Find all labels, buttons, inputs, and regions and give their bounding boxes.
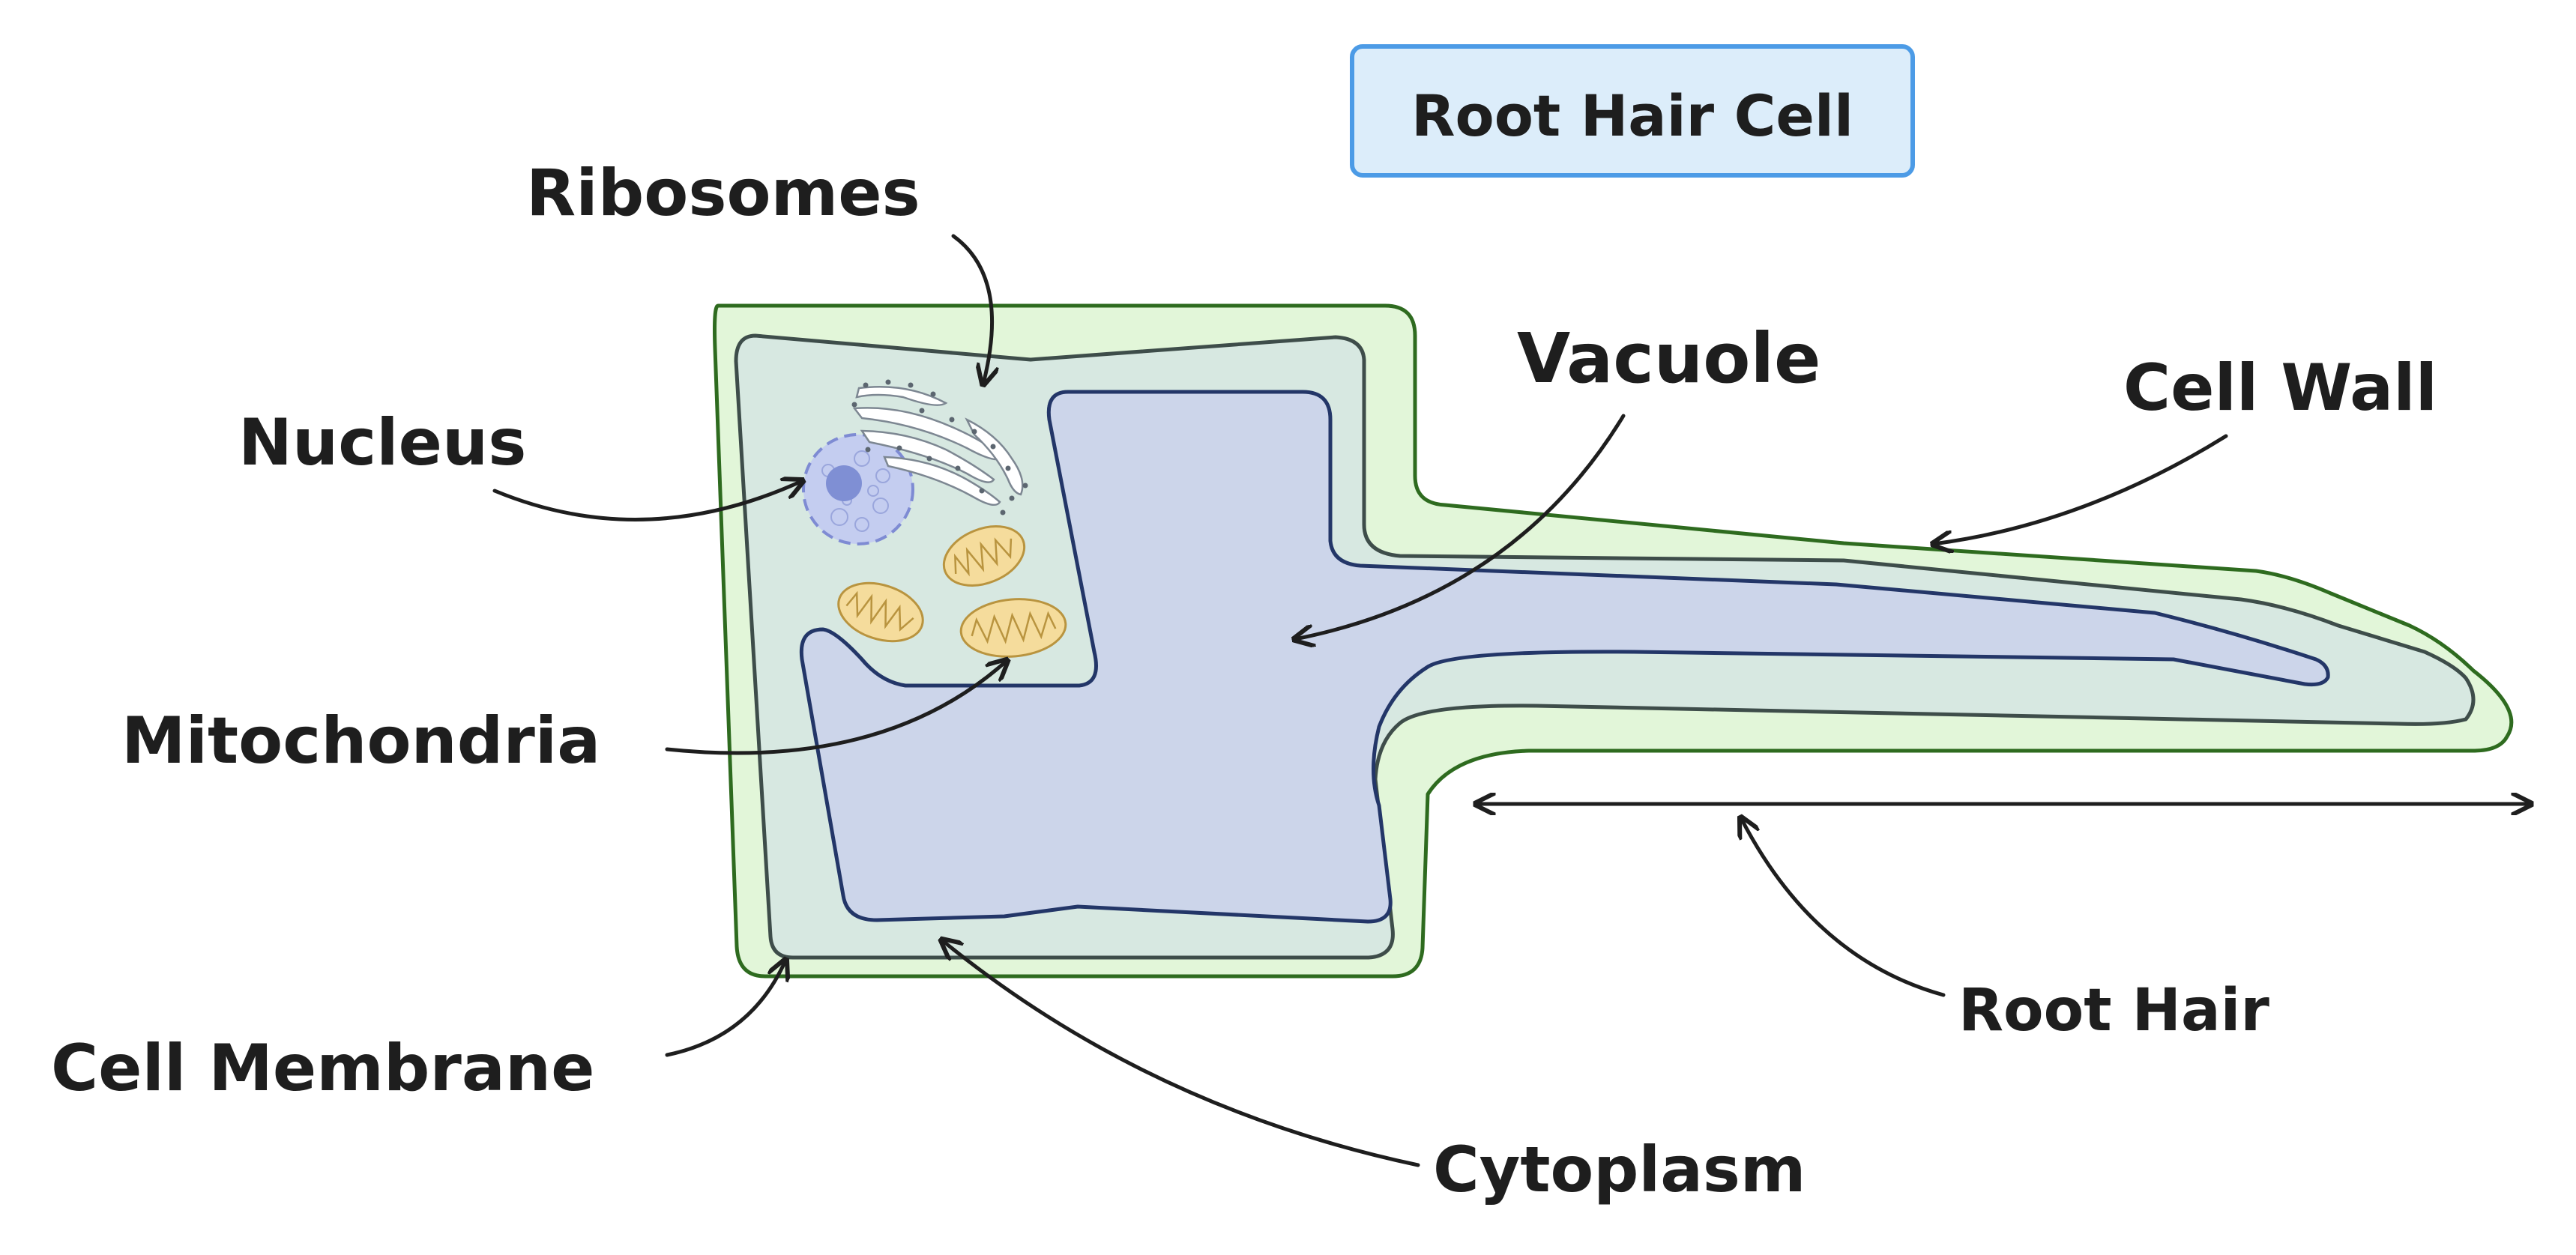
diagram-title: Root Hair Cell (1411, 82, 1853, 149)
label-cell-membrane: Cell Membrane (51, 1031, 594, 1106)
nucleus (802, 433, 914, 545)
cytoplasm-arrow (942, 940, 1420, 1167)
label-root-hair: Root Hair (1958, 977, 2269, 1044)
ribosome-dots (851, 379, 1028, 515)
label-mitochondria: Mitochondria (121, 704, 600, 778)
label-cytoplasm: Cytoplasm (1433, 1133, 1806, 1206)
mitochondria-arrow (665, 661, 1007, 755)
cell-wall-arrow (1934, 434, 2228, 544)
label-cell-wall: Cell Wall (2123, 351, 2437, 426)
vacuole-arrow (1295, 414, 1626, 639)
label-nucleus: Nucleus (238, 405, 526, 480)
vacuole-shape (799, 390, 2330, 924)
ribosomes-arrow (951, 234, 992, 384)
title-box: Root Hair Cell (1350, 44, 1915, 178)
label-vacuole: Vacuole (1517, 318, 1821, 399)
mitochondrion-3 (959, 598, 1067, 658)
cell-membrane-arrow (665, 961, 785, 1057)
mitochondrion-2 (837, 581, 924, 643)
root-hair-arrow (1741, 818, 1946, 997)
chromatin (821, 450, 890, 532)
mitochondrion-1 (942, 525, 1026, 587)
nucleus-arrow (492, 481, 802, 521)
ribosomes (852, 386, 1024, 506)
nucleolus (826, 465, 862, 501)
label-ribosomes: Ribosomes (526, 156, 920, 231)
